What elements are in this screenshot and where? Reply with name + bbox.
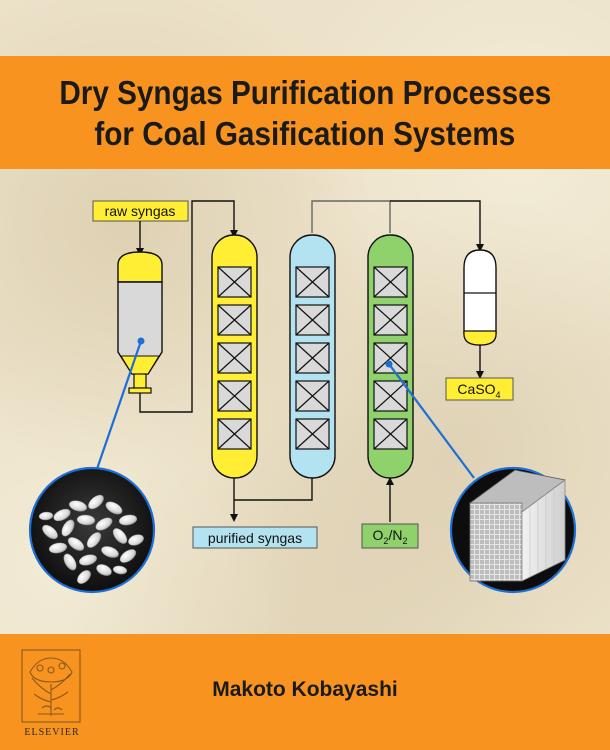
reactor-column-3 — [367, 234, 414, 479]
callout-line-honeycomb — [388, 363, 475, 479]
caso4-label: CaSO4 — [445, 377, 514, 401]
pipe-column2-to-column3 — [311, 200, 391, 233]
collection-vessel — [463, 249, 497, 346]
gasifier-vessel — [117, 251, 163, 394]
sorbent-pellets-photo — [28, 466, 156, 594]
arrow-gasifier-to-column1 — [139, 200, 238, 413]
process-diagram: raw syngas — [28, 200, 577, 594]
author-name: Makoto Kobayashi — [212, 678, 398, 701]
o2n2-text: O2/N2 — [373, 527, 408, 546]
title-line-1: Dry Syngas Purification Processes — [59, 73, 551, 111]
title-line-2: for Coal Gasification Systems — [94, 114, 516, 152]
reactor-column-2 — [289, 234, 336, 479]
caso4-text: CaSO4 — [457, 381, 500, 400]
honeycomb-monolith-photo — [449, 466, 577, 594]
pipes — [136, 200, 484, 522]
publisher-name: ELSEVIER — [24, 727, 80, 738]
reactor-column-1 — [211, 234, 258, 479]
raw-syngas-text: raw syngas — [105, 203, 176, 219]
elsevier-tree-logo — [21, 649, 81, 723]
o2n2-label: O2/N2 — [361, 523, 419, 549]
purified-syngas-text: purified syngas — [208, 530, 302, 546]
arrow-column3-to-vessel — [390, 200, 484, 252]
author-band — [0, 634, 610, 750]
pipe-purified-to-column2 — [234, 478, 313, 501]
callout-line-pellets — [95, 340, 143, 470]
raw-syngas-label: raw syngas — [92, 200, 189, 222]
purified-syngas-label: purified syngas — [192, 526, 318, 549]
title-band: Dry Syngas Purification Processes for Co… — [0, 56, 610, 169]
